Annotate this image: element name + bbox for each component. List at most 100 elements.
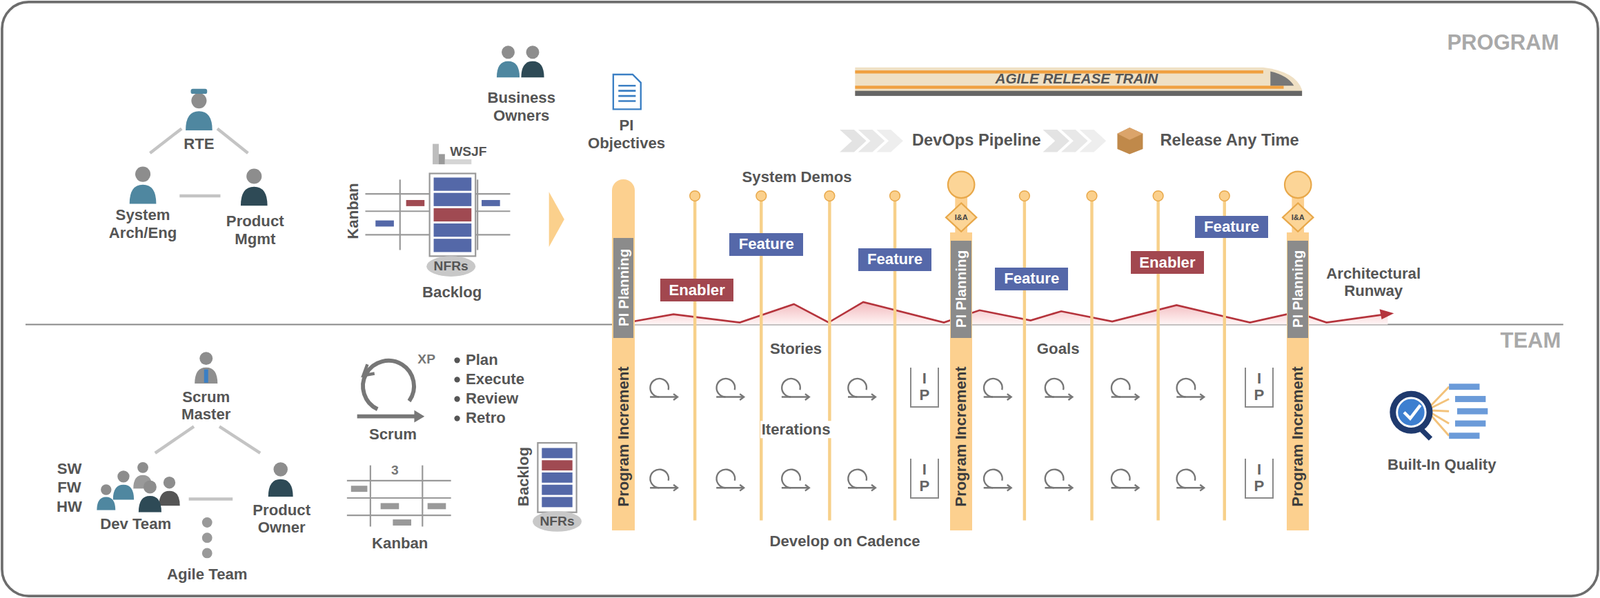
node-text: PI Planning — [1290, 250, 1307, 329]
iteration-lines-part — [824, 191, 835, 202]
team-roles-part — [268, 462, 294, 497]
feature-box: Feature — [858, 248, 932, 272]
text-label: Backlog — [514, 445, 533, 508]
text-label: Stories — [768, 340, 824, 359]
node-text: Feature — [738, 235, 795, 253]
program-kanban — [364, 144, 564, 277]
iteration-lines-part — [756, 191, 767, 202]
quality-icon-part — [1455, 396, 1486, 403]
scrum-icon-part — [357, 414, 417, 419]
devops-pipeline — [839, 127, 1143, 154]
text-label: Review — [464, 390, 520, 409]
scrum-icon-part — [363, 364, 375, 376]
text-label: Product Owner — [234, 501, 330, 537]
scrum-icon — [357, 357, 461, 423]
train-part — [854, 67, 1302, 96]
text-label: FW — [55, 478, 83, 497]
program-kanban-part — [426, 255, 476, 277]
pi-planning-box: PI Planning — [1287, 240, 1309, 339]
program-kanban-part — [481, 200, 501, 207]
team-kanban-part — [347, 480, 452, 482]
iteration-icons-part — [1111, 378, 1140, 401]
text-label: AGILE RELEASE TRAIN — [993, 70, 1160, 87]
iteration-lines-part — [689, 191, 701, 202]
team-roles-part — [113, 470, 134, 500]
team-roles-part — [204, 369, 209, 383]
program-roles — [129, 45, 545, 206]
program-kanban-part — [406, 200, 426, 207]
train-part — [854, 91, 1302, 96]
feature-box: Feature — [729, 233, 803, 256]
quality-icon-part — [1389, 391, 1433, 434]
program-kanban-part — [549, 191, 565, 248]
team-roles-part — [194, 351, 218, 384]
text-label: System Demos — [741, 169, 854, 187]
program-kanban-part — [445, 159, 472, 165]
node-text: Program Increment — [614, 366, 632, 507]
train — [854, 67, 1302, 96]
iteration-icons-part — [781, 378, 810, 401]
team-roles-part — [138, 480, 162, 513]
team-backlog-part — [541, 497, 572, 508]
team-kanban-part — [421, 465, 423, 528]
text-label: XP — [416, 351, 437, 368]
program-increment-band: Program Increment PI Planning — [611, 179, 635, 531]
program-kanban-part — [433, 223, 472, 237]
program-roles-part — [496, 45, 520, 78]
ip-box: I P — [910, 458, 940, 499]
scrum-icon-part — [413, 410, 425, 423]
text-label: RTE — [182, 135, 216, 154]
enabler-box: Enabler — [660, 278, 734, 302]
iteration-icons-part — [1111, 469, 1140, 492]
iteration-lines-part — [1152, 191, 1164, 202]
quality-icon-part — [1404, 405, 1421, 419]
team-kanban-part — [427, 502, 447, 510]
pi-planning-box: PI Planning — [613, 238, 635, 339]
program-roles-part — [149, 128, 182, 154]
team-kanban-part — [380, 502, 400, 510]
runway — [627, 302, 1395, 325]
runway-part — [627, 302, 1389, 325]
text-label: Architectural Runway — [1310, 264, 1436, 301]
iteration-icons-part — [847, 469, 876, 492]
text-label: PROGRAM — [1445, 30, 1560, 56]
node-text: Program Increment — [1289, 366, 1307, 507]
feature-box: Feature — [1194, 215, 1269, 239]
team-roles-part — [189, 497, 234, 501]
devops-pipeline-part — [1079, 129, 1106, 153]
ip-box: I P — [910, 367, 940, 408]
team-kanban-part — [351, 485, 368, 492]
program-roles-part — [179, 194, 221, 198]
quality-icon-part — [1455, 420, 1486, 428]
text-label: Backlog — [420, 284, 483, 303]
iteration-icons-part — [1044, 469, 1073, 492]
text-label: DevOps Pipeline — [910, 131, 1043, 150]
text-label: Execute — [464, 370, 526, 389]
quality-icon-part — [1397, 398, 1426, 427]
text-label: SW — [55, 460, 84, 479]
pi-objectives-icon-part — [613, 74, 641, 110]
quality-icon-part — [1420, 428, 1431, 439]
team-roles-part — [202, 517, 213, 528]
node-text: I P — [1252, 460, 1266, 495]
node-text: Feature — [1203, 218, 1260, 236]
text-label: Scrum — [367, 425, 419, 444]
iteration-lines-part — [947, 171, 975, 199]
iteration-icons-part — [847, 378, 876, 401]
scrum-icon-part — [453, 376, 460, 383]
scrum-icon-part — [453, 396, 460, 402]
program-kanban-part — [438, 153, 446, 165]
team-backlog-part — [532, 511, 582, 532]
team-roles-part — [155, 426, 194, 453]
node-text: I P — [918, 370, 931, 405]
node-text: Enabler — [1139, 254, 1195, 272]
text-label: Scrum Master — [164, 388, 249, 424]
team-roles-part — [158, 476, 180, 506]
program-kanban-part — [375, 220, 394, 227]
text-label: Develop on Cadence — [768, 533, 922, 552]
text-label: NFRs — [432, 258, 470, 274]
iteration-lines — [689, 171, 1314, 521]
team-roles-part — [96, 484, 116, 511]
devops-pipeline-part — [1117, 127, 1143, 154]
